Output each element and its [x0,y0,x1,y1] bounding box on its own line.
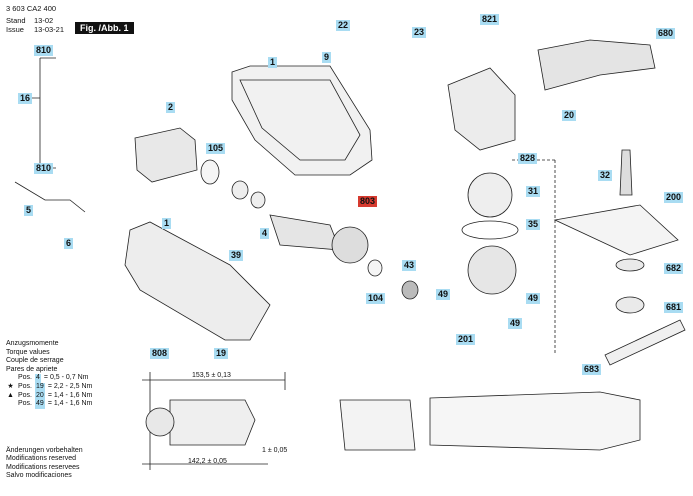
issue-label: Issue [6,25,24,34]
legend-line: Pares de apriete [6,365,58,373]
part-label-43: 43 [402,260,417,271]
legend-num: 4 [35,374,41,383]
part-label-19: 19 [214,348,229,359]
legend-line: Anzugsmomente [6,340,59,347]
part-label-49-a: 49 [436,289,451,300]
footer-notes: Änderungen vorbehalten Modifications res… [6,447,83,481]
part-label-681: 681 [664,302,684,313]
part-label-808: 808 [150,348,170,359]
legend-symbol [6,400,15,409]
legend-symbol [6,374,15,383]
legend-line: Couple de serrage [6,357,64,365]
part-label-810-bottom: 810 [34,163,54,174]
part-label-6: 6 [64,238,74,249]
part-label-104: 104 [366,293,386,304]
dimension-middle: 1 ± 0,05 [262,447,288,454]
part-label-20: 20 [562,110,577,121]
part-label-810-top: 810 [34,45,54,56]
part-label-2: 2 [166,102,176,113]
part-label-9: 9 [322,52,332,63]
legend-num: 49 [35,400,45,409]
legend-row: Pos. 49 = 1,4 - 1,6 Nm [6,400,92,409]
legend-value: = 2,2 - 2,5 Nm [47,382,93,390]
legend-line: Torque values [6,348,50,356]
part-label-683: 683 [582,364,602,375]
part-label-31: 31 [526,186,541,197]
issue-value: 13-03-21 [34,25,65,34]
legend-value: = 1,4 - 1,6 Nm [47,391,93,399]
part-label-682: 682 [664,263,684,274]
part-label-5: 5 [24,205,34,216]
part-label-1-top: 1 [268,57,278,68]
part-label-680: 680 [656,28,676,39]
triangle-icon: ▲ [7,391,14,399]
star-icon: ★ [7,382,14,390]
dimension-bottom: 142,2 ± 0,05 [188,458,227,465]
legend-row: ▲ Pos. 20 = 1,4 - 1,6 Nm [6,391,93,401]
legend-row: ★ Pos. 19 = 2,2 - 2,5 Nm [6,382,93,392]
part-label-4: 4 [260,228,270,239]
part-number: 3 603 CA2 400 [6,4,57,13]
dimension-top: 153,5 ± 0,13 [192,372,231,379]
part-label-35: 35 [526,219,541,230]
part-label-828: 828 [518,153,538,164]
legend-row: Pos. 4 = 0,5 - 0,7 Nm [6,374,92,383]
part-label-23: 23 [412,27,427,38]
part-label-16: 16 [18,93,33,104]
legend-pos: Pos. [18,391,33,399]
footer-line: Modifications reserved [6,455,77,463]
footer-line: Modifications reservees [6,463,80,471]
part-label-201: 201 [456,334,476,345]
footer-line: Änderungen vorbehalten [6,447,83,454]
part-label-49-c: 49 [508,318,523,329]
part-label-49-b: 49 [526,293,541,304]
legend-num: 20 [35,391,45,401]
legend-pos: Pos. [18,382,33,390]
footer-line: Salvo modificaciones [6,472,72,480]
part-label-1-lower: 1 [162,218,172,229]
stand-label: Stand [6,16,26,25]
stand-value: 13-02 [34,16,54,25]
legend-value: = 1,4 - 1,6 Nm [47,400,93,408]
torque-legend: Anzugsmomente Torque values Couple de se… [6,340,92,409]
part-label-803: 803 [358,196,378,207]
legend-pos: Pos. [18,374,33,382]
part-label-200: 200 [664,192,684,203]
part-label-105: 105 [206,143,226,154]
part-label-22: 22 [336,20,351,31]
figure-label: Fig. /Abb. 1 [75,22,134,34]
part-label-39: 39 [229,250,244,261]
part-label-821: 821 [480,14,500,25]
legend-pos: Pos. [18,400,33,408]
legend-value: = 0,5 - 0,7 Nm [43,374,89,382]
part-label-32: 32 [598,170,613,181]
legend-num: 19 [35,382,45,392]
